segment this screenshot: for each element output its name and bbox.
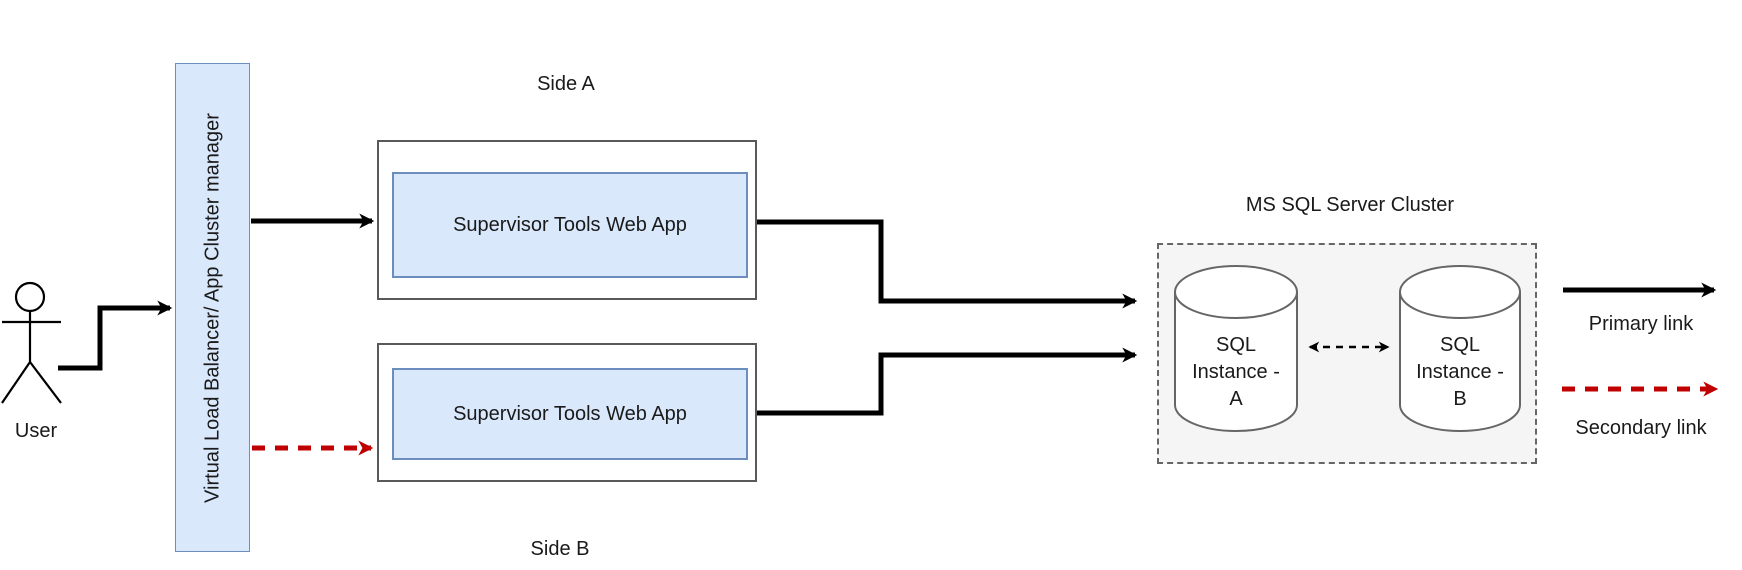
side-b-title: Side B <box>530 538 590 560</box>
load-balancer-label: Virtual Load Balancer/ App Cluster manag… <box>201 112 223 503</box>
arrow-side-b-to-cluster <box>757 347 1138 416</box>
legend-secondary-label: Secondary link <box>1575 417 1707 439</box>
arrow-user-to-load-balancer <box>58 300 173 371</box>
sql-instance-b-label: SQL Instance - B <box>1416 334 1504 410</box>
sql-cluster-title: MS SQL Server Cluster <box>1245 194 1455 216</box>
side-b-app-label: Supervisor Tools Web App <box>453 402 687 425</box>
side-a-app-box: Supervisor Tools Web App <box>392 172 748 278</box>
legend-primary-label: Primary link <box>1588 313 1694 335</box>
sql-instance-a-label: SQL Instance - A <box>1192 334 1280 410</box>
arrow-side-a-to-cluster <box>757 219 1138 309</box>
side-a-title: Side A <box>537 73 595 95</box>
user-actor-icon <box>1 281 62 404</box>
load-balancer-box: Virtual Load Balancer/ App Cluster manag… <box>175 63 250 552</box>
user-label: User <box>14 420 58 442</box>
side-a-app-label: Supervisor Tools Web App <box>453 213 687 236</box>
side-b-app-box: Supervisor Tools Web App <box>392 368 748 460</box>
